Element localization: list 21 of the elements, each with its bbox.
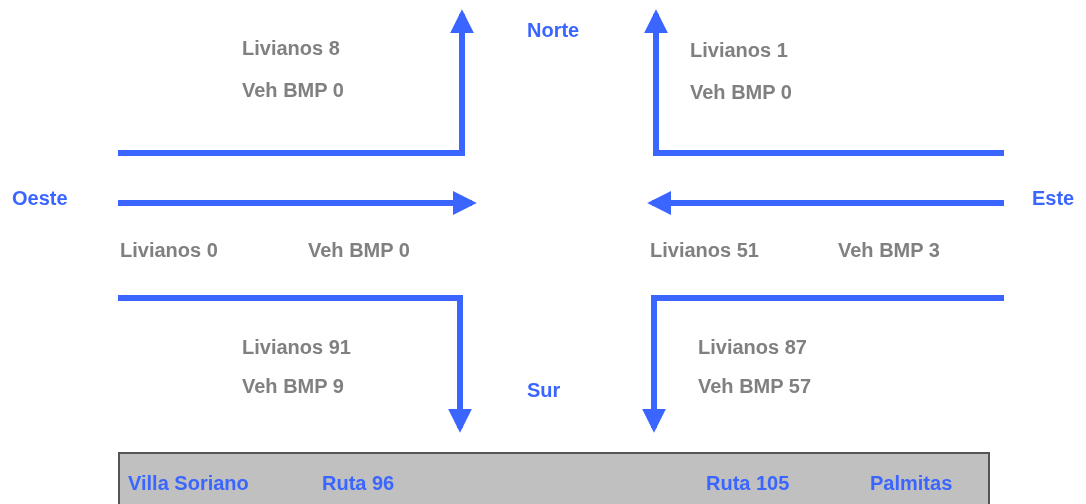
direction-label: Este xyxy=(1032,186,1075,210)
count-label: Veh BMP 0 xyxy=(690,80,792,104)
direction-label: Norte xyxy=(527,18,580,42)
count-label: Livianos 87 xyxy=(698,335,807,359)
count-label: Livianos 91 xyxy=(242,335,351,359)
count-label: Livianos 51 xyxy=(650,238,759,262)
count-label: Livianos 0 xyxy=(120,238,218,262)
road-band xyxy=(118,452,990,504)
count-label: Veh BMP 3 xyxy=(838,238,940,262)
direction-label: Oeste xyxy=(12,186,68,210)
place-label: Villa Soriano xyxy=(128,471,249,495)
count-label: Veh BMP 57 xyxy=(698,374,812,398)
count-label: Veh BMP 9 xyxy=(242,374,344,398)
count-label: Veh BMP 0 xyxy=(242,78,344,102)
place-label: Palmitas xyxy=(870,471,953,495)
count-label: Veh BMP 0 xyxy=(308,238,410,262)
place-label: Ruta 105 xyxy=(706,471,790,495)
direction-label: Sur xyxy=(527,378,561,402)
count-label: Livianos 8 xyxy=(242,36,340,60)
count-label: Livianos 1 xyxy=(690,38,788,62)
place-label: Ruta 96 xyxy=(322,471,395,495)
